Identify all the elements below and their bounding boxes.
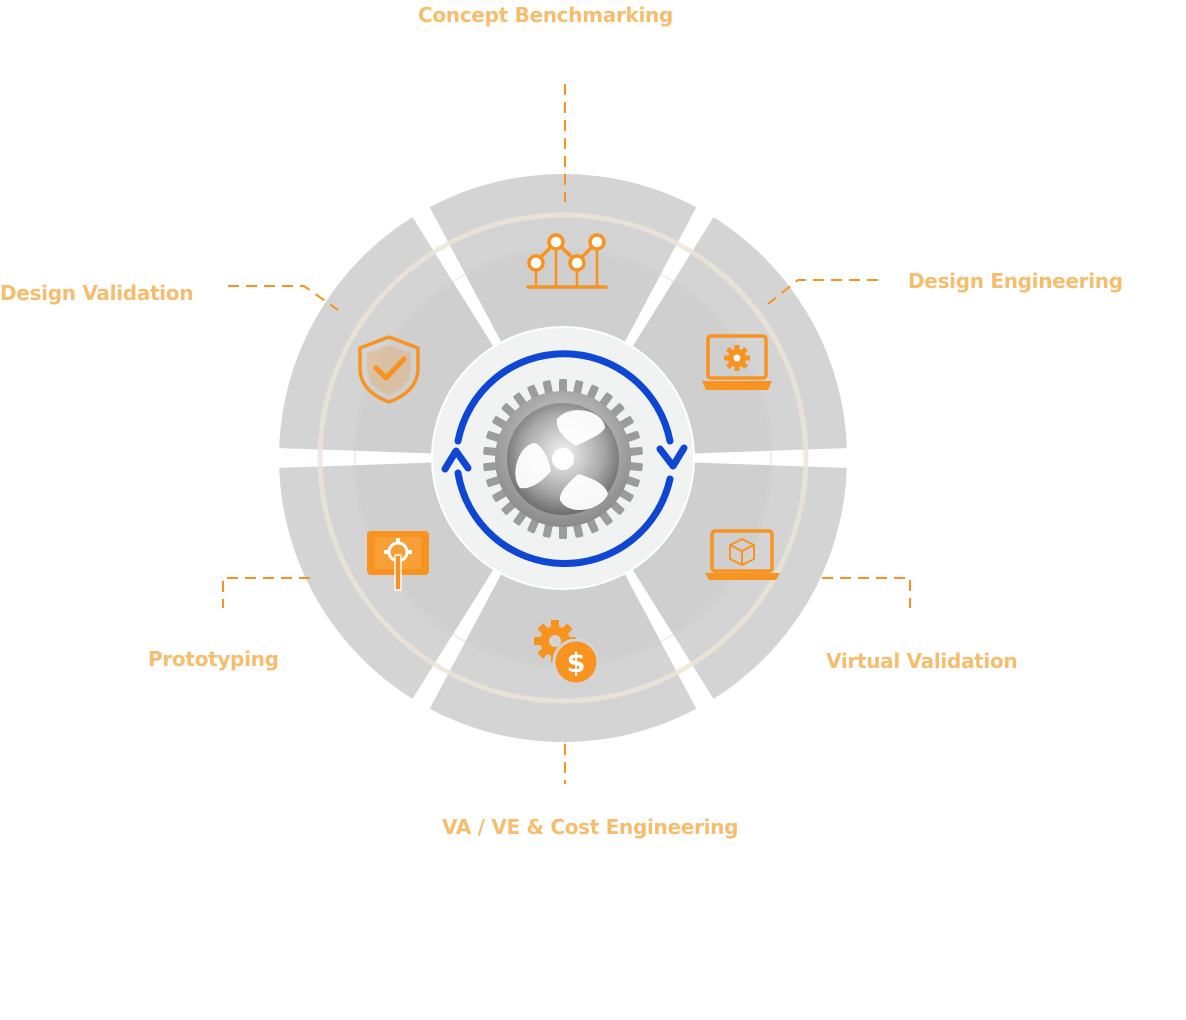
segment-design-engineering-inner (632, 279, 773, 454)
gear-tooth (559, 379, 567, 395)
stage-label-design-validation[interactable]: Design Validation (0, 281, 194, 305)
leader-line-top-left (228, 285, 339, 311)
refresh-cycle-icon (441, 350, 688, 568)
leader-line-left (222, 577, 310, 608)
stage-label-design-engineering[interactable]: Design Engineering (908, 269, 1123, 293)
stage-label-virtual-validation[interactable]: Virtual Validation (826, 649, 1018, 673)
segment-virtual-validation-inner (632, 462, 773, 637)
line-chart-icon[interactable] (526, 233, 608, 289)
laptop-gear-icon[interactable] (702, 334, 772, 390)
segment-va-ve-cost-inner (464, 574, 662, 669)
laptop-cube-icon[interactable] (705, 529, 780, 580)
gear-wheel-icon (483, 379, 643, 539)
stage-label-concept-benchmarking[interactable]: Concept Benchmarking (418, 3, 673, 27)
stage-label-va-ve-cost[interactable]: VA / VE & Cost Engineering (442, 815, 739, 839)
gear-tooth (559, 523, 567, 539)
shield-check-icon[interactable] (358, 335, 420, 404)
decorative-ring-outer (317, 212, 809, 704)
stage-label-prototyping[interactable]: Prototyping (148, 647, 279, 671)
blueprint-gear-icon[interactable] (367, 531, 429, 591)
gear-dollar-icon[interactable]: $ (534, 620, 600, 686)
leader-line-right (822, 577, 911, 608)
segment-design-validation-inner (353, 279, 494, 454)
leader-line-top-right (767, 279, 878, 305)
svg-text:$: $ (567, 648, 586, 679)
leader-lines (222, 84, 911, 784)
segment-concept-benchmarking-inner (464, 247, 662, 342)
